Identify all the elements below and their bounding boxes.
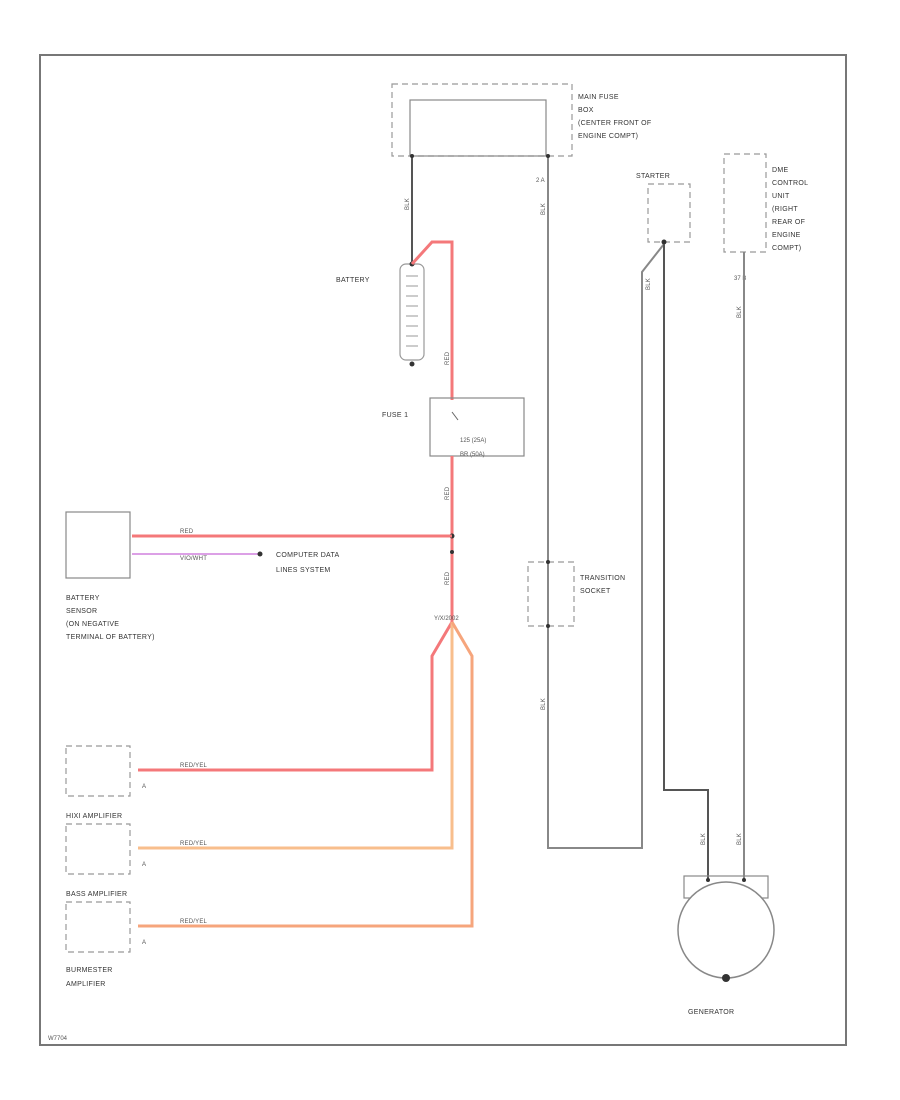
dme-pins: 37 B <box>734 276 746 282</box>
dme-control-unit-label: DME CONTROL UNIT (RIGHT REAR OF ENGINE C… <box>772 167 810 252</box>
wire-label-red-yel-1: RED/YEL <box>180 763 208 769</box>
battery-positive-wire <box>410 240 454 400</box>
hifi-amp-pin: A <box>142 784 146 790</box>
wire-label-blk-6: BLK <box>737 306 743 318</box>
wire-label-blk-3: BLK <box>541 698 547 710</box>
generator <box>677 875 775 982</box>
wire-label-red-yel-2: RED/YEL <box>180 841 208 847</box>
starter-terminal <box>661 239 667 245</box>
starter-to-generator-wire <box>663 244 709 880</box>
bass-amp-pin: A <box>142 862 146 868</box>
hifi-amp-wire <box>138 621 454 772</box>
bass-amplifier-label: BASS AMPLIFIER <box>66 891 127 898</box>
wire-label-vio-wht: VIO/WHT <box>180 556 207 562</box>
bass-amplifier-box <box>65 823 131 875</box>
wire-label-blk-2: BLK <box>541 203 547 215</box>
wire-label-blk-5: BLK <box>701 833 707 845</box>
battery-label: BATTERY <box>336 277 370 284</box>
figure-id: W7704 <box>48 1036 68 1042</box>
fuse-1-box <box>429 397 525 457</box>
wire-label-red-2: RED <box>445 486 451 500</box>
main-fuse-box <box>391 83 573 157</box>
fuse-1-label: FUSE 1 <box>382 412 408 419</box>
fuse-box-pin-a <box>546 154 550 158</box>
battery-sensor-box <box>65 511 131 579</box>
transition-socket-label: TRANSITION SOCKET <box>580 575 628 595</box>
fuse-box-to-starter-wire <box>547 156 665 849</box>
transition-socket-pin-top <box>546 560 550 564</box>
wire-label-red-3: RED <box>445 571 451 585</box>
wire-label-red-4: RED <box>180 529 194 535</box>
transition-socket-pin-bottom <box>546 624 550 628</box>
hifi-amplifier-box <box>65 745 131 797</box>
starter-box <box>647 183 691 243</box>
fuse-element-icon <box>451 411 459 421</box>
fuse-box-terminal <box>410 154 414 158</box>
dme-control-unit-box <box>723 153 767 253</box>
wire-label-blk-4: BLK <box>646 278 652 290</box>
transition-socket-box <box>527 561 575 627</box>
generator-label: GENERATOR <box>688 1009 734 1016</box>
bass-amp-wire <box>138 622 454 850</box>
data-line-junction <box>450 550 454 554</box>
wire-label-blk-7: BLK <box>737 833 743 845</box>
hifi-amplifier-label: HIXI AMPLIFIER <box>66 813 122 820</box>
diagram-frame <box>39 54 847 1046</box>
burmester-amplifier-label: BURMESTER AMPLIFIER <box>66 967 115 988</box>
battery-sensor-label: BATTERY SENSOR (ON NEGATIVE TERMINAL OF … <box>66 595 155 641</box>
data-line-terminal <box>257 551 263 557</box>
burmester-amp-pin: A <box>142 940 146 946</box>
burmester-amp-wire <box>138 621 474 928</box>
wire-label-blk-1: BLK <box>405 198 411 210</box>
main-fuse-box-label: MAIN FUSE BOX (CENTER FRONT OF ENGINE CO… <box>578 94 654 140</box>
starter-label: STARTER <box>636 173 670 180</box>
wire-label-red-1: RED <box>445 351 451 365</box>
main-fuse-box-pins: 2 A <box>536 178 545 184</box>
splice-label: Y/X/2002 <box>434 616 459 622</box>
burmester-amplifier-box <box>65 901 131 953</box>
computer-data-lines-label: COMPUTER DATA LINES SYSTEM <box>276 552 341 574</box>
wire-label-red-yel-3: RED/YEL <box>180 919 208 925</box>
battery <box>399 261 425 367</box>
fuse-ratings: 125 (25A) BR (50A) <box>460 438 488 458</box>
